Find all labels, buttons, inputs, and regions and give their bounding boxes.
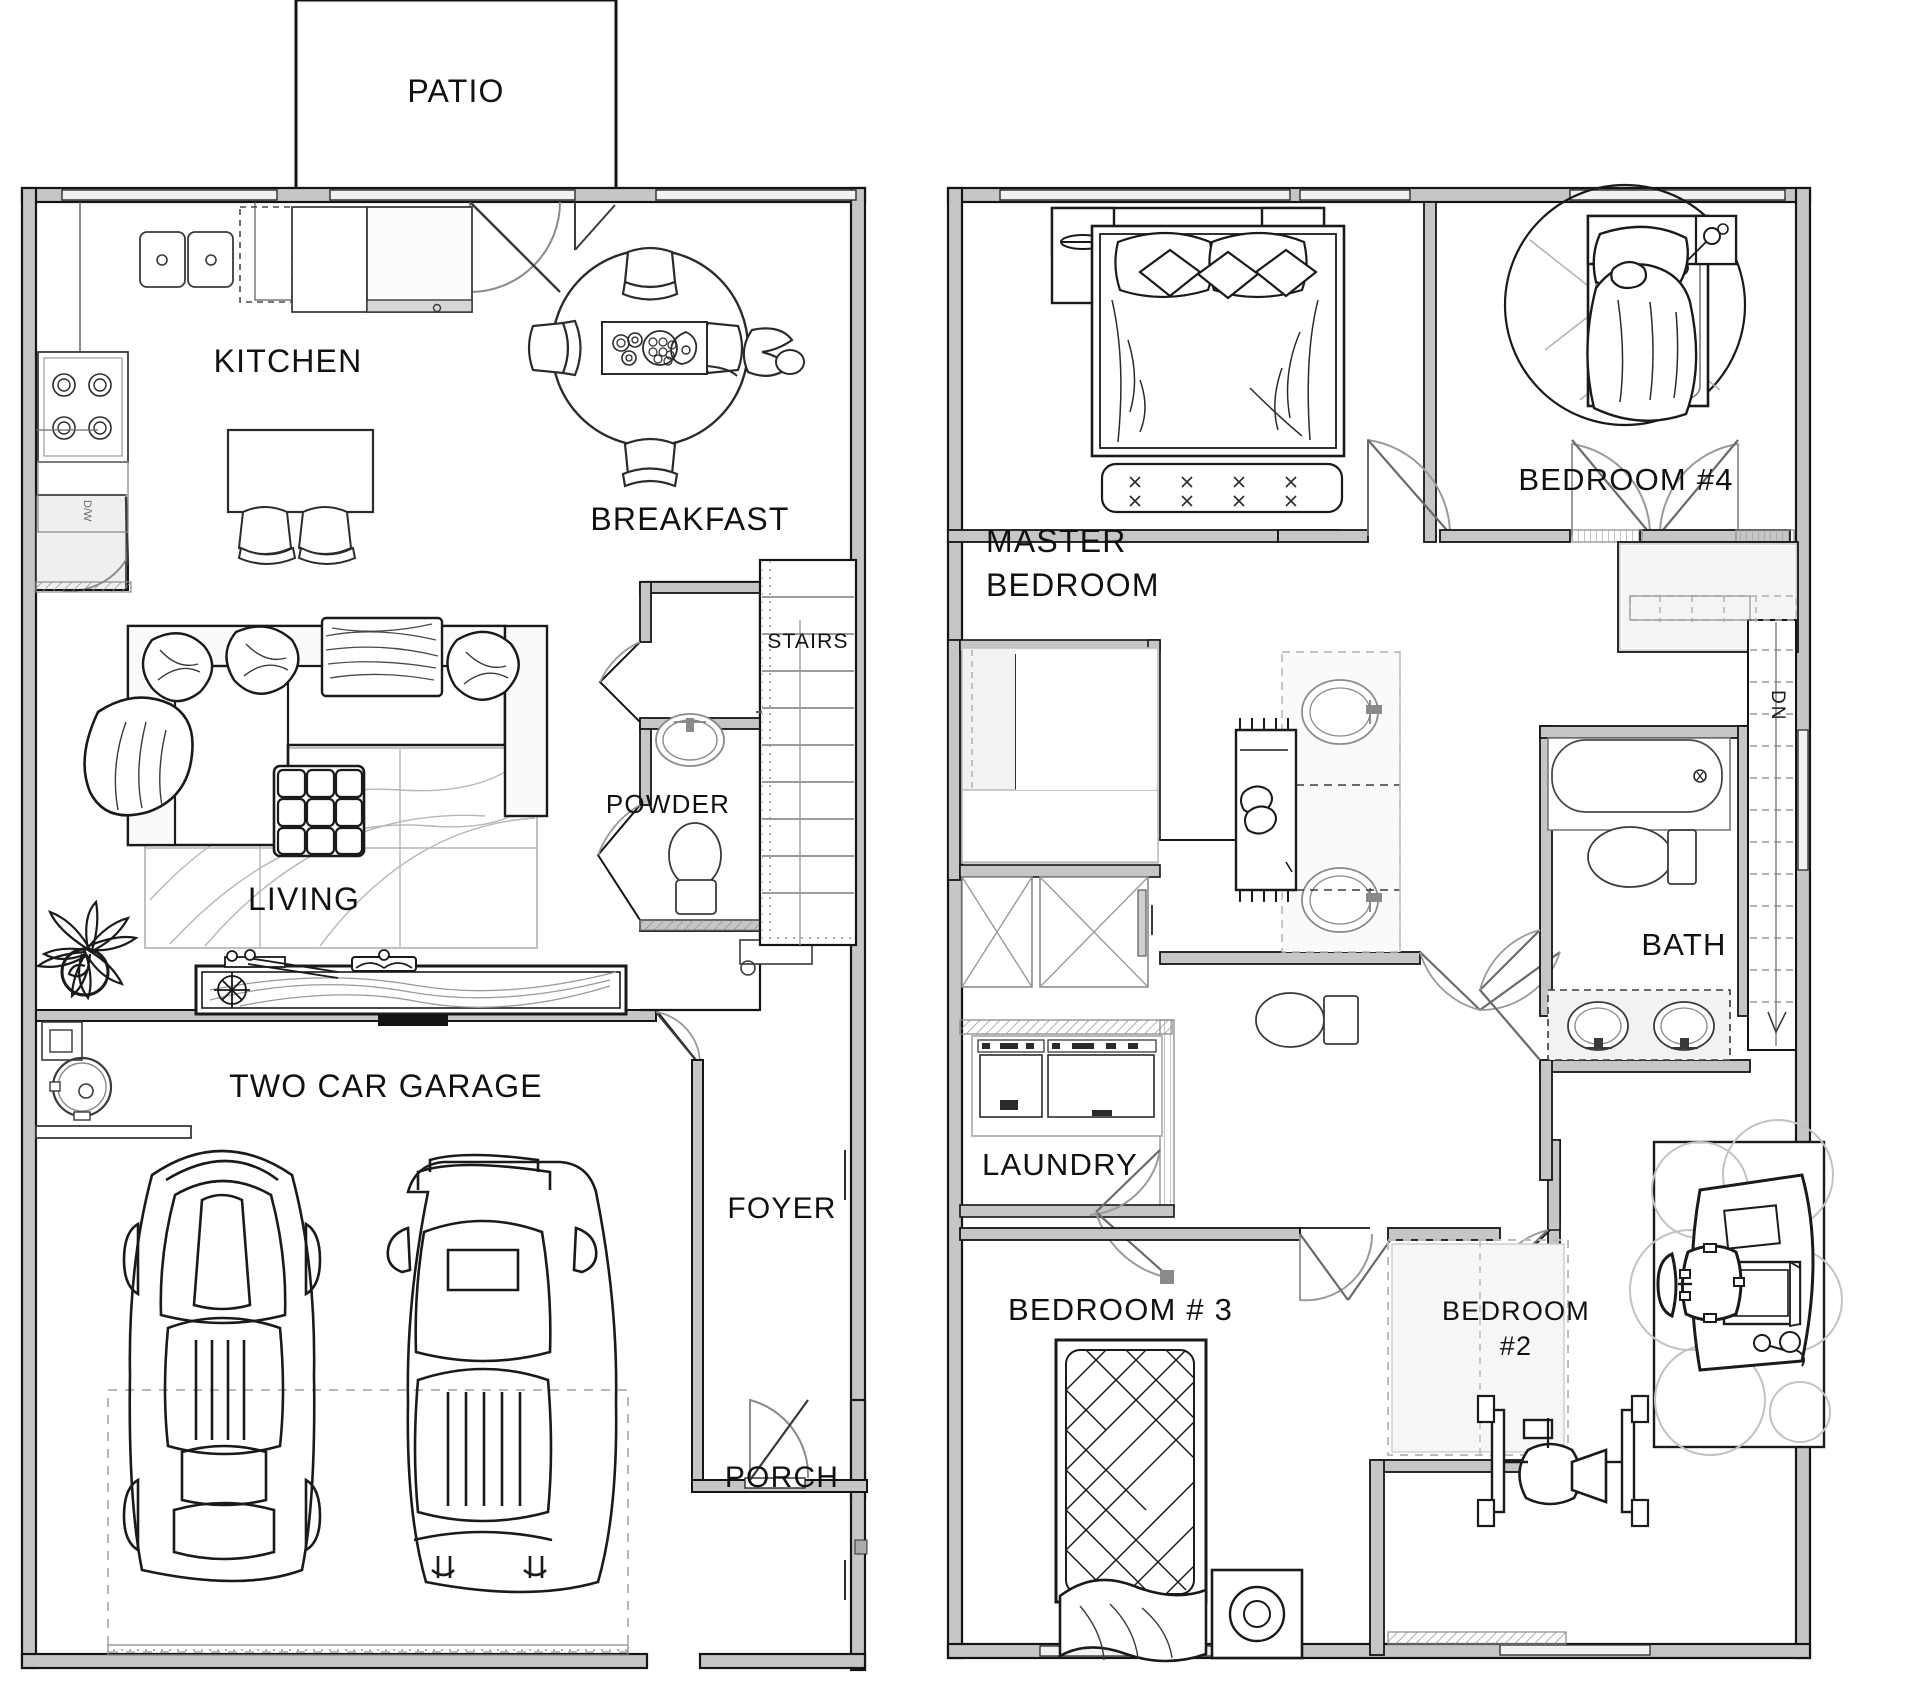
window <box>61 189 278 201</box>
kitchen-label: KITCHEN <box>214 343 363 379</box>
potted-plant-icon <box>35 899 139 1001</box>
window <box>999 189 1291 201</box>
side-table-bedroom3 <box>1210 1568 1304 1660</box>
patio-area <box>294 0 618 192</box>
window <box>1499 1644 1651 1656</box>
master-closet <box>961 647 1159 864</box>
window <box>1797 729 1809 871</box>
throw-blanket <box>320 616 444 698</box>
laundry-label: LAUNDRY <box>982 1147 1138 1182</box>
master-bedroom-furniture <box>961 206 1401 1137</box>
second-floor-plan: DN <box>946 183 1843 1663</box>
kitchen-sink-icon <box>139 231 234 288</box>
front-door <box>744 1477 806 1489</box>
bedroom2-label-line2: #2 <box>1500 1331 1532 1361</box>
breakfast-table <box>527 246 805 488</box>
slippers-icon <box>1240 785 1277 835</box>
powder-label: POWDER <box>606 789 730 819</box>
living-room-furniture <box>35 616 628 1026</box>
bedroom4-furniture <box>1503 183 1747 427</box>
range-cooktop-icon <box>37 351 129 463</box>
porch-label: PORCH <box>725 1461 839 1494</box>
bath-label: BATH <box>1641 927 1726 962</box>
master-toilet-icon <box>1255 992 1359 1048</box>
master-bedroom-label-line2: BEDROOM <box>986 567 1160 603</box>
ottoman <box>272 764 366 858</box>
patio-label: PATIO <box>407 73 504 109</box>
shower-icon <box>961 876 1153 988</box>
garage-label: TWO CAR GARAGE <box>229 1068 543 1104</box>
first-floor-plan: D/W <box>20 0 868 1672</box>
king-bed-icon <box>1090 224 1346 458</box>
svg-text:D/W: D/W <box>81 500 93 522</box>
garage-fixtures <box>35 1021 618 1594</box>
first-floor-walls <box>20 186 868 1672</box>
stair-dn-label: DN <box>1767 690 1788 721</box>
master-bedroom-label-line1: MASTER <box>986 523 1127 559</box>
dining-chairs <box>237 506 357 565</box>
bedroom2-furniture <box>1476 1119 1843 1528</box>
bath-fixtures: DN <box>1478 595 1797 1181</box>
second-floor-walls <box>946 186 1812 1660</box>
refrigerator-icon <box>366 206 473 313</box>
kitchen-fixtures: D/W <box>36 202 473 565</box>
bench-icon <box>1100 462 1344 514</box>
window <box>655 189 857 201</box>
exercise-equipment-icon <box>1476 1394 1650 1528</box>
window <box>1299 189 1411 201</box>
laundry-appliances <box>971 1035 1163 1137</box>
car-suv-icon <box>386 1153 618 1594</box>
throw-pillows <box>83 625 520 817</box>
breakfast-label: BREAKFAST <box>590 501 789 537</box>
staircase-first-floor <box>756 558 858 947</box>
dryer <box>1047 1054 1155 1118</box>
car-sedan-icon <box>122 1149 322 1583</box>
water-heater-icon <box>49 1056 113 1121</box>
powder-room <box>596 580 813 1012</box>
bedroom2-label-line1: BEDROOM <box>1442 1296 1590 1326</box>
tv-console <box>194 949 628 1026</box>
kitchen-island <box>226 428 375 514</box>
bedroom3-label: BEDROOM # 3 <box>1008 1292 1233 1327</box>
window <box>329 189 576 201</box>
staircase-second-floor: DN <box>1629 595 1797 1051</box>
bath-rug <box>1234 718 1298 902</box>
window <box>1569 189 1786 201</box>
bedroom4-label: BEDROOM #4 <box>1518 462 1733 497</box>
foyer-label: FOYER <box>727 1192 836 1225</box>
powder-toilet-icon <box>668 822 722 915</box>
master-double-vanity <box>1281 651 1401 953</box>
stairs-label: STAIRS <box>767 630 849 653</box>
living-label: LIVING <box>248 881 360 917</box>
powder-sink-icon <box>655 713 725 767</box>
bedroom3-furniture <box>1054 1338 1304 1663</box>
